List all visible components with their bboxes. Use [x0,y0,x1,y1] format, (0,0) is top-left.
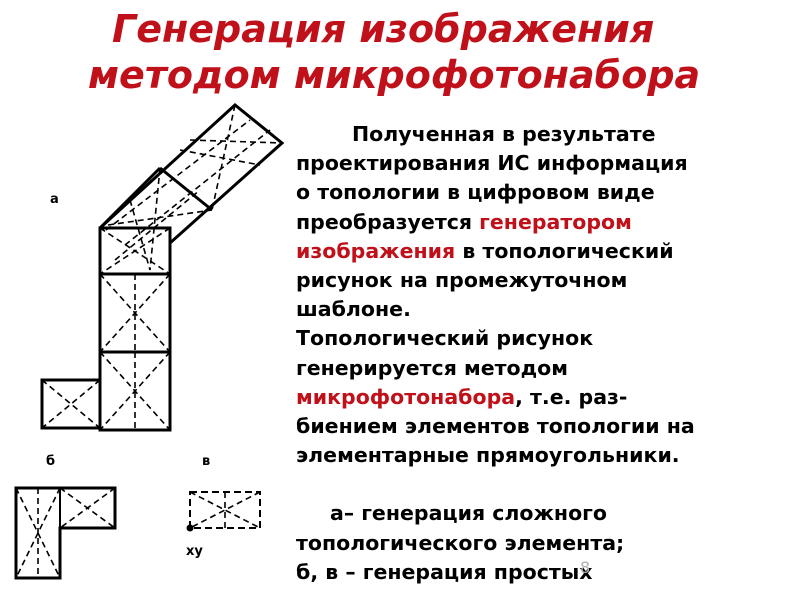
page-number: 8 [580,558,591,577]
highlight-image: изображения [296,238,456,263]
p2-line-4: биением элементов топологии на [296,413,695,438]
highlight-microphotoset: микрофотонабора [296,384,516,409]
p2-line-2: генерируется методом [296,355,569,380]
title-line-1: Генерация изображения [112,7,655,51]
p1-line-5b: в топологический [455,238,674,263]
fig-a-diagonal-strip [98,103,285,276]
p1-line-1: Полученная в результате [352,122,656,146]
figure-label-v: в [202,454,211,469]
figure-label-xy: xy [186,544,203,559]
p2-line-3: микрофотонабора, т.е. раз- [296,383,796,412]
fig-v-origin-dot [186,524,194,532]
figure-a [40,103,285,432]
p1-line-4a: преобразуется [296,209,480,234]
blank-line [296,470,796,499]
highlight-generator: генератором [479,209,632,234]
caption-line-3: б, в – генерация простых [296,559,593,584]
caption-line-2: топологического элемента; [296,530,625,555]
p1-line-7: шаблоне. [296,297,411,322]
fig-a-cell-left [40,378,102,430]
p2-line-1: Топологический рисунок [296,326,594,351]
body-text: Полученная в результате проектирования И… [296,120,796,587]
caption-line-1: а– генерация сложного [330,501,607,526]
figure-label-a: а [50,192,59,207]
p1-line-2: проектирования ИС информация [296,151,688,176]
p1-line-6: рисунок на промежуточном [296,267,628,292]
figure-b [14,486,117,580]
figure-v [186,491,261,532]
p1-line-3: о топологии в цифровом виде [296,180,655,205]
fig-b-outline [14,486,117,580]
p1-line-5: изображения в топологический [296,237,796,266]
p1-line-4: преобразуется генератором [296,208,796,237]
title-line-2: методом микрофотонабора [88,53,701,97]
p2-line-3b: , т.е. раз- [515,384,628,409]
p2-line-5: элементарные прямоугольники. [296,443,680,468]
figure-label-b: б [46,454,56,469]
